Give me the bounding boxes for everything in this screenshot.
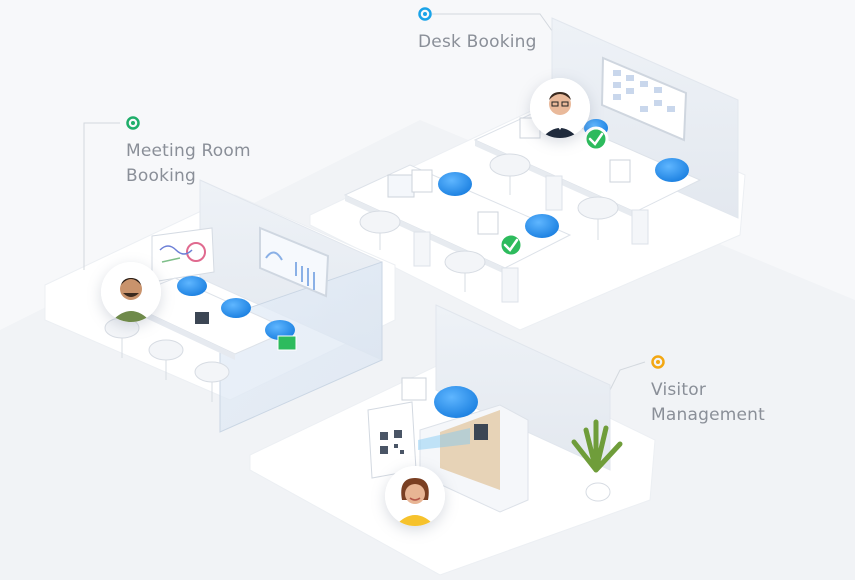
meeting-screen [259, 226, 330, 298]
reception-monitor [401, 377, 427, 401]
laptop [195, 312, 209, 324]
wall-screen [600, 56, 688, 142]
reception-chair [434, 386, 478, 418]
whiteboard-sketch [159, 242, 206, 263]
white-chairs-desk [359, 153, 619, 292]
meeting-room-booking-label: Meeting Room Booking [126, 139, 251, 189]
person-avatar-icon [530, 78, 590, 138]
meeting-label-line-1: Meeting Room [126, 141, 251, 161]
location-marker-icon [126, 116, 140, 130]
check-badge-icon [498, 232, 524, 258]
visitor-wall [435, 304, 611, 471]
room-display [277, 335, 297, 351]
visitor-leader-line [609, 361, 646, 391]
scan-beam [418, 428, 470, 450]
meeting-glass-wall [219, 261, 383, 433]
potted-plant [571, 419, 623, 502]
meeting-user-avatar [101, 262, 161, 322]
white-chairs-meeting [104, 317, 230, 402]
visitor-avatar [385, 466, 445, 526]
visitor-management-label: Visitor Management [651, 378, 765, 428]
desk-leader-line [432, 13, 556, 36]
desk-user-avatar [530, 78, 590, 138]
meeting-label-line-2: Booking [126, 166, 196, 186]
desk-booking-text: Desk Booking [418, 32, 537, 52]
visitor-label-line-2: Management [651, 405, 765, 425]
location-marker-icon [651, 355, 665, 369]
person-avatar-icon [101, 262, 161, 322]
screen-chart [265, 251, 315, 290]
meeting-leader-line [83, 122, 120, 270]
location-marker-icon [418, 7, 432, 21]
desk-booking-label: Desk Booking [418, 30, 537, 55]
tablet [474, 424, 488, 440]
visitor-label-line-1: Visitor [651, 380, 707, 400]
whiteboard [151, 227, 215, 283]
qr-code-icon [380, 430, 404, 454]
blue-chairs-meeting [177, 276, 295, 340]
person-avatar-icon [385, 466, 445, 526]
screen-grid [613, 70, 675, 112]
check-badge-icon [583, 126, 609, 152]
